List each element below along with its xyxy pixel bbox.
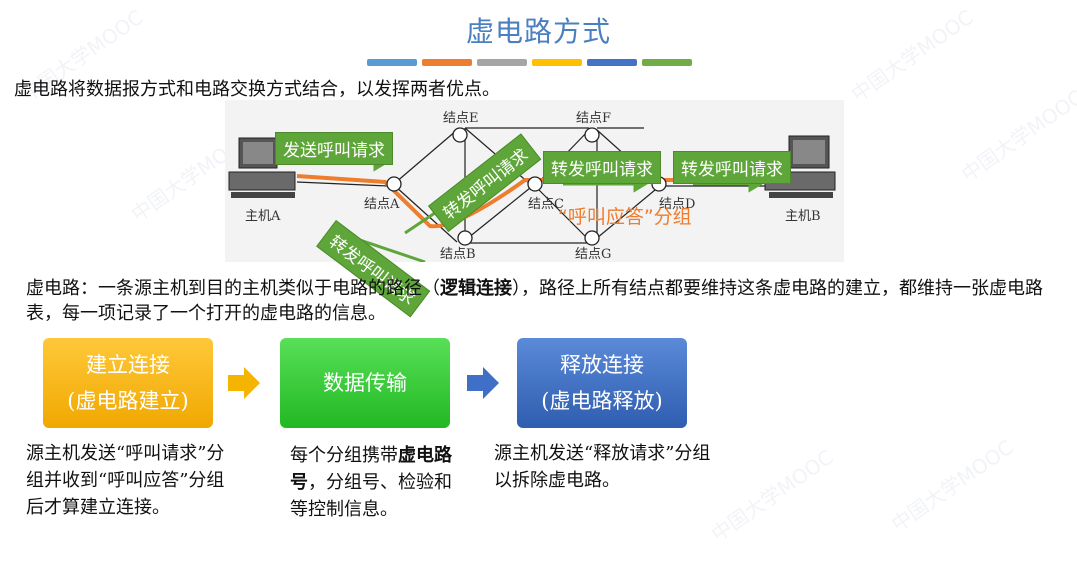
phase-establish-connection: 建立连接 (虚电路建立) — [43, 338, 213, 428]
node-f-label: 结点F — [576, 111, 611, 126]
logical-connection-term: 逻辑连接 — [440, 278, 512, 299]
page-title: 虚电路方式 — [465, 15, 611, 48]
phase-title: 数据传输 — [323, 371, 407, 395]
color-bar — [532, 59, 582, 66]
node-f — [584, 127, 600, 143]
arrow-right-icon — [228, 367, 260, 399]
arrow-right-icon — [467, 367, 499, 399]
color-bar — [367, 59, 417, 66]
phase-data-transfer: 数据传输 — [280, 338, 450, 428]
node-d-label: 结点D — [659, 197, 695, 212]
watermark: 中国大学MOOC — [956, 84, 1077, 187]
transfer-desc-end: ，分组号、检验和等控制信息。 — [290, 472, 452, 520]
color-bar — [642, 59, 692, 66]
node-a — [386, 176, 402, 192]
node-a-label: 结点A — [364, 197, 400, 212]
forward-call-request-box: 转发呼叫请求 — [673, 151, 791, 184]
phase-title: 建立连接 — [86, 353, 170, 377]
vc-number-term: 虚电路号 — [290, 445, 452, 493]
phase-subtitle: (虚电路释放) — [541, 389, 663, 413]
node-e — [452, 127, 468, 143]
node-c — [527, 176, 543, 192]
transfer-desc-start: 每个分组携带 — [290, 445, 398, 466]
node-e-label: 结点E — [443, 111, 479, 126]
intro-text: 虚电路将数据报方式和电路交换方式结合，以发挥两者优点。 — [14, 79, 500, 100]
watermark: 中国大学MOOC — [706, 444, 838, 547]
node-b-label: 结点B — [440, 247, 476, 262]
phase-title: 释放连接 — [560, 353, 644, 377]
host-a-computer-icon — [228, 137, 296, 198]
watermark: 中国大学MOOC — [886, 434, 1018, 537]
transfer-description: 每个分组携带虚电路号，分组号、检验和等控制信息。 — [290, 442, 465, 523]
phase-subtitle: (虚电路建立) — [67, 389, 189, 413]
phase-release-connection: 释放连接 (虚电路释放) — [517, 338, 687, 428]
node-c-label: 结点C — [528, 197, 564, 212]
forward-call-request-box: 转发呼叫请求 — [543, 151, 661, 184]
host-a-label: 主机A — [245, 209, 281, 224]
color-bar — [422, 59, 472, 66]
establish-description: 源主机发送“呼叫请求”分组并收到“呼叫应答”分组后才算建立连接。 — [26, 443, 225, 518]
virtual-circuit-definition: 虚电路：一条源主机到目的主机类似于电路的路径（逻辑连接），路径上所有结点都要维持… — [26, 276, 1056, 326]
node-b — [457, 230, 473, 246]
node-g-label: 结点G — [575, 247, 611, 262]
color-bar — [587, 59, 637, 66]
call-answer-label: “呼叫应答”分组 — [558, 206, 692, 228]
node-g — [584, 230, 600, 246]
definition-text-start: 虚电路：一条源主机到目的主机类似于电路的路径（ — [26, 278, 440, 299]
release-description: 源主机发送“释放请求”分组以拆除虚电路。 — [494, 443, 711, 491]
definition-text-end: ），路径上所有结点都要维持这条虚电路的建立，都维持一张虚电路表，每一项记录了一个… — [26, 278, 1043, 324]
send-call-request-box: 发送呼叫请求 — [275, 132, 393, 165]
host-b-label: 主机B — [785, 209, 821, 224]
color-bar — [477, 59, 527, 66]
